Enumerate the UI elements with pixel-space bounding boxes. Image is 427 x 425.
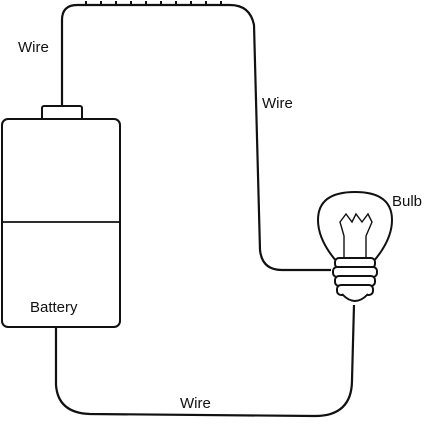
wire-label-top-left: Wire	[18, 39, 49, 56]
wire-bottom	[54, 304, 356, 418]
bulb-glass	[316, 190, 394, 263]
wire-top	[60, 3, 331, 272]
bulb-label: Bulb	[392, 193, 422, 210]
wire-top-dashes	[85, 1, 222, 5]
battery-label: Battery	[30, 299, 78, 316]
bulb-base	[332, 257, 378, 302]
wire-label-bottom: Wire	[180, 395, 211, 412]
battery-body	[1, 118, 121, 328]
bulb-filament	[339, 212, 373, 258]
wire-label-right: Wire	[262, 95, 293, 112]
battery-terminal	[41, 105, 83, 121]
